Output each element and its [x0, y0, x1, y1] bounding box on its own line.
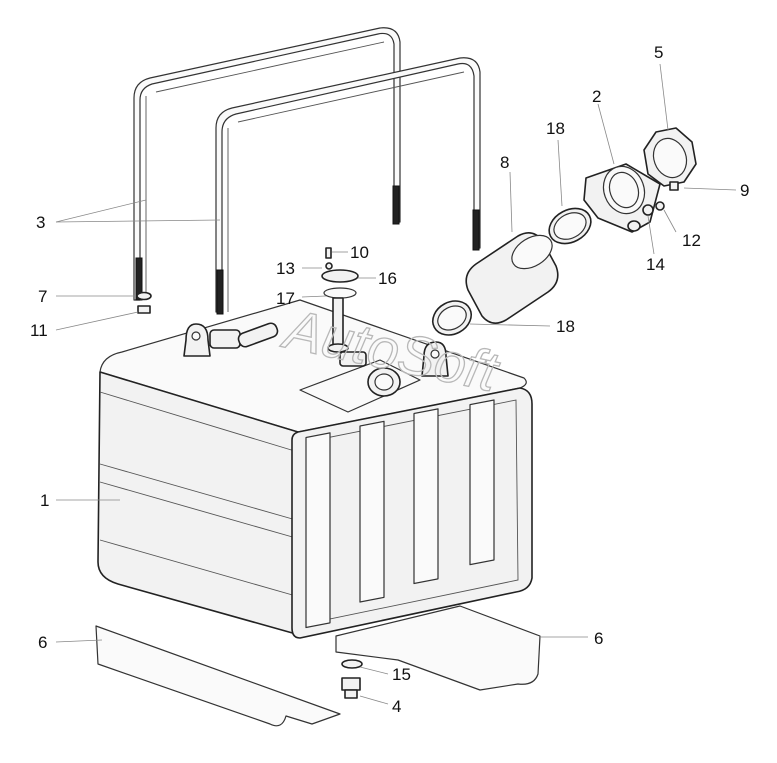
fuel-tank [97, 299, 533, 639]
callout-8: 8 [500, 153, 509, 172]
filler-neck [583, 163, 661, 233]
filler-tube [465, 232, 559, 324]
rear-strap-bracket [133, 27, 401, 301]
callout-12: 12 [682, 231, 701, 250]
callout-13: 13 [276, 259, 295, 278]
return-tube [237, 322, 279, 348]
callout-2: 2 [592, 87, 601, 106]
callout-9: 9 [740, 181, 749, 200]
sender-unit-parts [321, 247, 359, 353]
callout-3: 3 [36, 213, 45, 232]
callout-6-right: 6 [594, 629, 603, 648]
callout-labels: 1 2 3 4 5 6 6 7 8 9 10 11 12 13 14 15 16… [30, 43, 749, 716]
callout-10: 10 [350, 243, 369, 262]
callout-17: 17 [276, 289, 295, 308]
fuel-cap [643, 127, 697, 187]
callout-14: 14 [646, 255, 665, 274]
nut-11 [137, 305, 151, 314]
callout-18-upper: 18 [546, 119, 565, 138]
screw-12 [655, 201, 665, 211]
callout-18-lower: 18 [556, 317, 575, 336]
callout-1: 1 [40, 491, 49, 510]
washer-7 [136, 291, 152, 301]
callout-16: 16 [378, 269, 397, 288]
front-strap-bracket [215, 57, 481, 315]
washer-14 [642, 204, 654, 216]
seal-15 [341, 659, 363, 669]
callout-7: 7 [38, 287, 47, 306]
left-shield [95, 625, 341, 727]
right-shield [335, 605, 541, 691]
drain-plug-4 [341, 677, 361, 699]
callout-11: 11 [30, 321, 48, 340]
callout-15: 15 [392, 665, 411, 684]
callout-5: 5 [654, 43, 663, 62]
callout-6-left: 6 [38, 633, 47, 652]
callout-4: 4 [392, 697, 401, 716]
leader-lines [55, 63, 737, 705]
bolt-9 [669, 181, 679, 191]
